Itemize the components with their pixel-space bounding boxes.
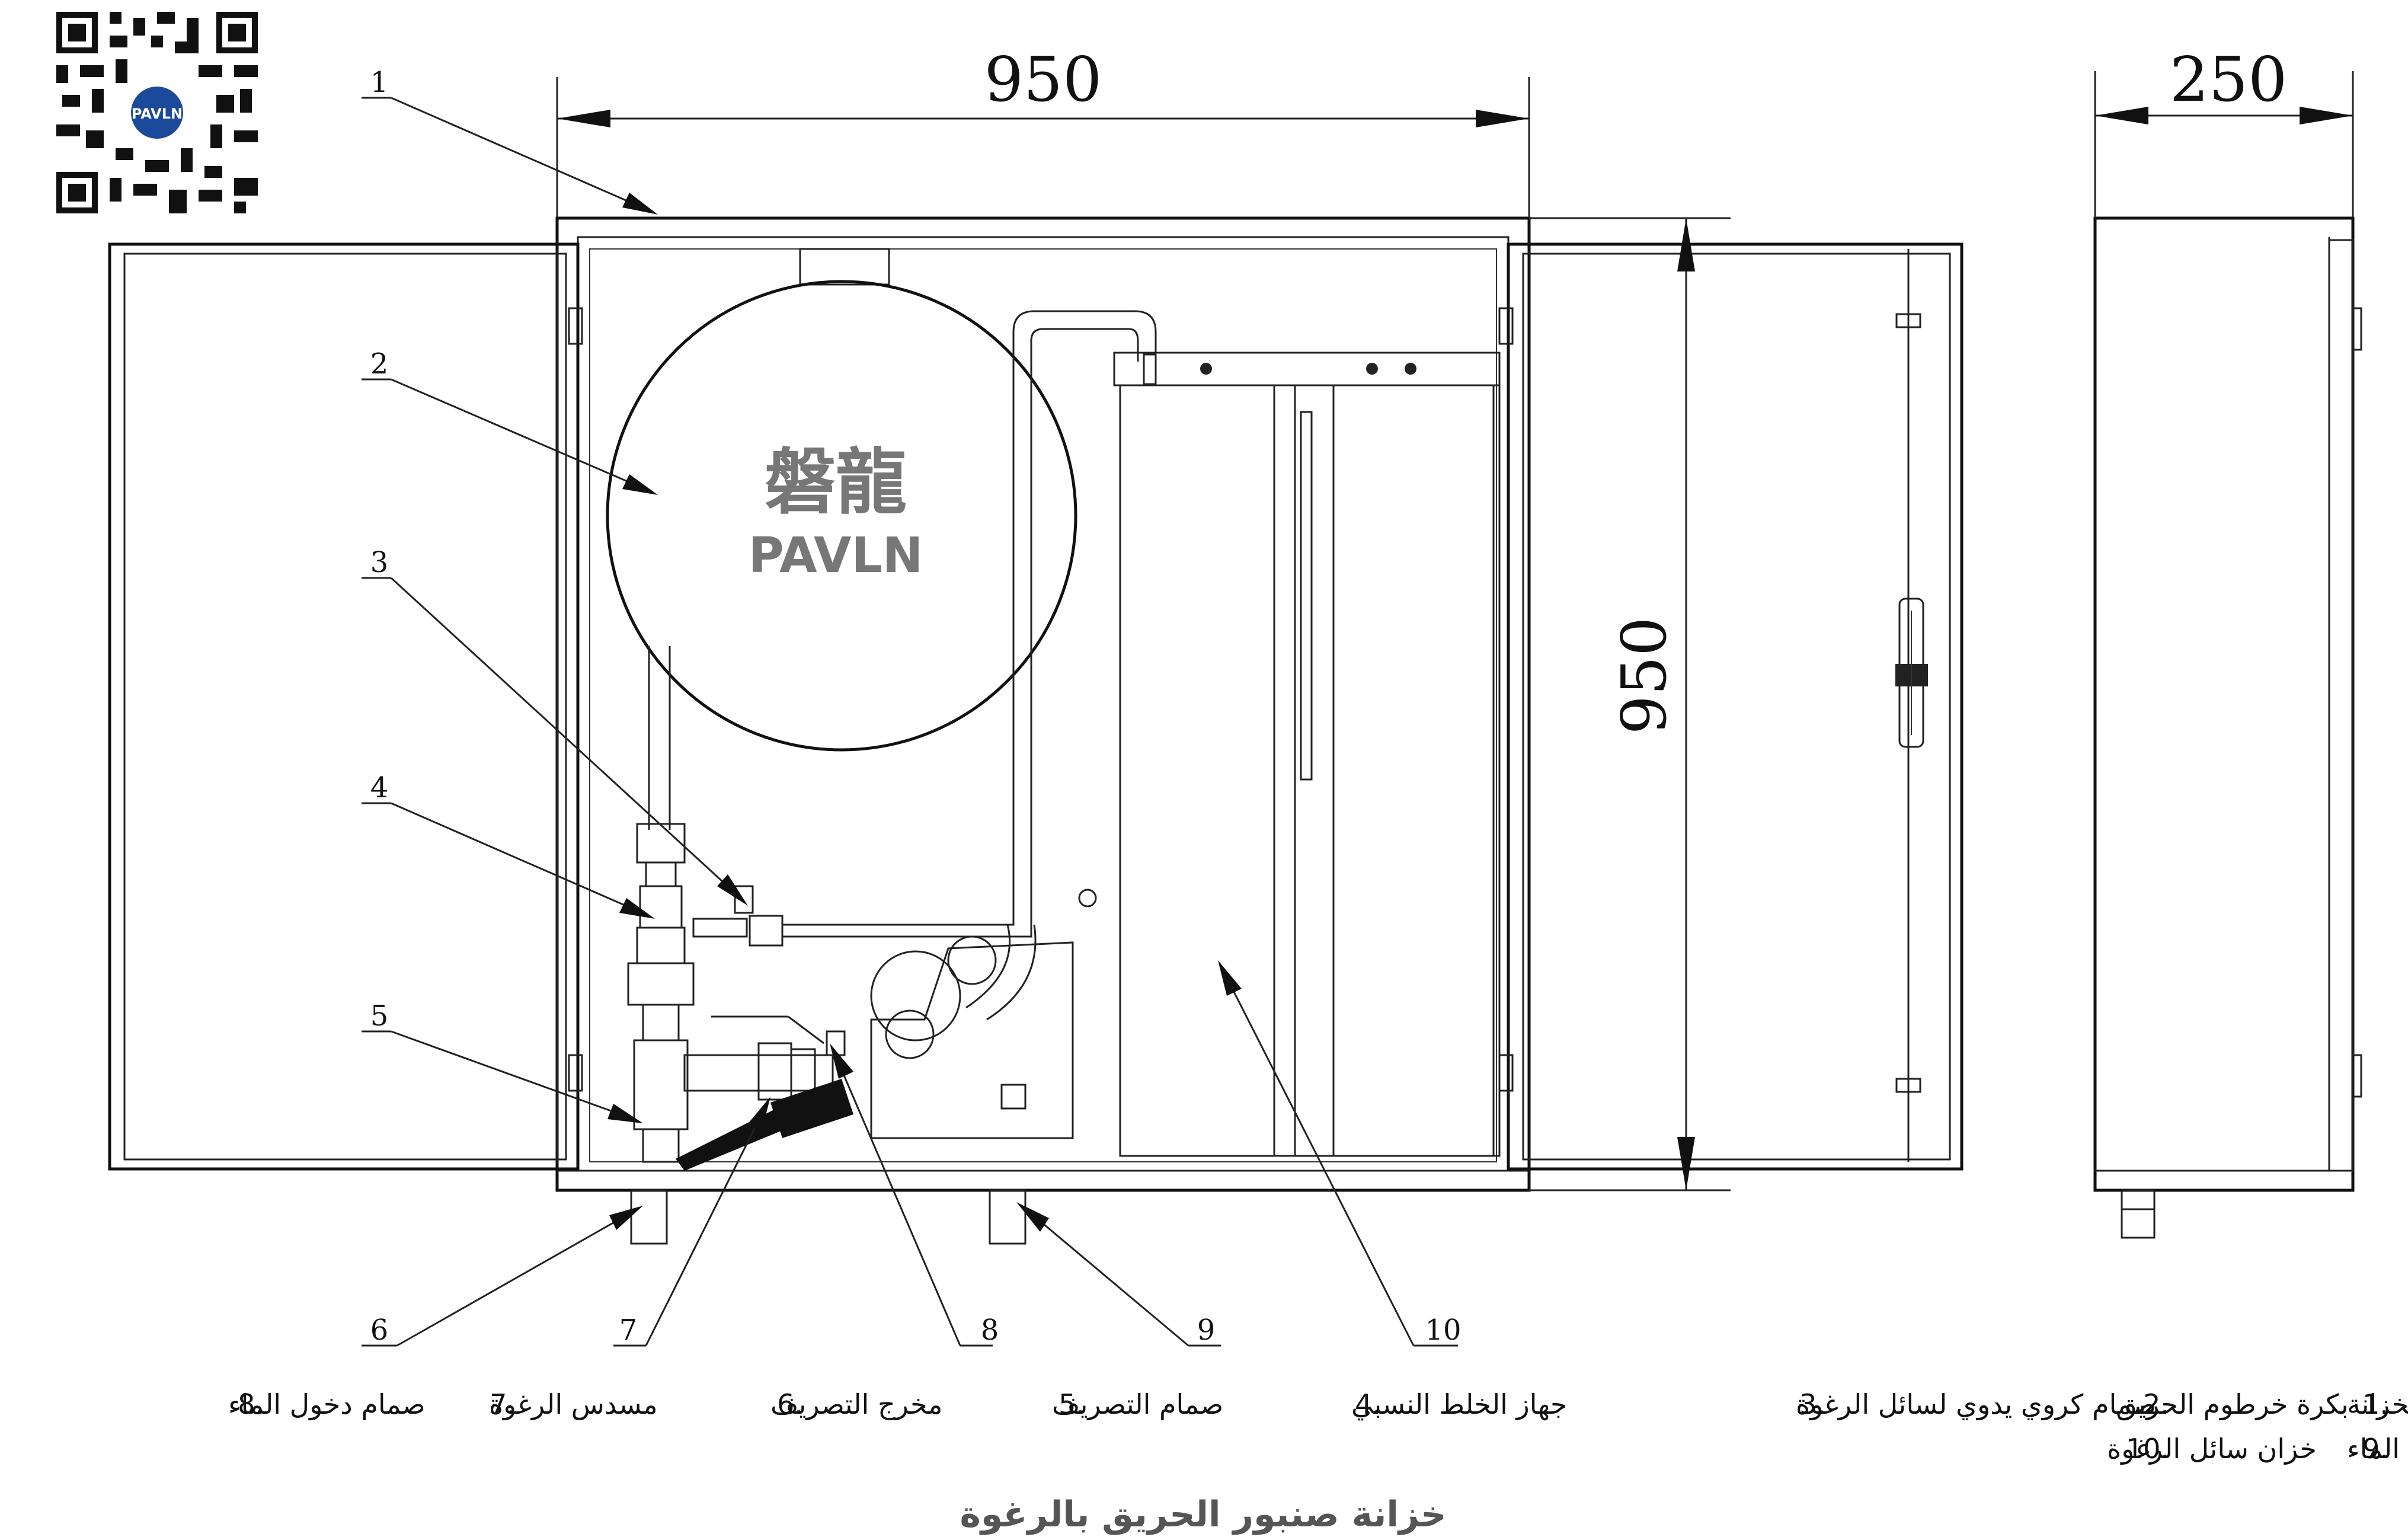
legend-num-8: 8.	[238, 1388, 264, 1420]
legend-label-3: صمام كروي يدوي لسائل الرغوة	[1796, 1388, 2156, 1421]
legend-num-5: 5.	[1059, 1388, 1085, 1420]
legend-num-2: 2.	[2143, 1388, 2169, 1420]
pipework	[648, 310, 1157, 938]
qr-code: PAVLN	[56, 12, 258, 213]
side-cabinet	[2093, 216, 2355, 1192]
width-label: 950	[984, 43, 1102, 116]
callout-1: 1	[370, 66, 389, 99]
foam-tank	[1078, 352, 1501, 1157]
qr-badge-text: PAVLN	[132, 106, 183, 122]
bottom-fittings	[630, 1189, 1026, 1245]
legend: 1. الخزانة 2. بكرة خرطوم الحريق 3. صمام …	[228, 1388, 2408, 1465]
legend-label-6: مخرج التصريف	[770, 1388, 942, 1421]
callouts: 1 2 3 4 5 6 7 8	[362, 66, 1462, 1347]
legend-label-5: صمام التصريف	[1052, 1388, 1223, 1421]
hose-reel: 磐龍 PAVLN	[606, 248, 1077, 752]
legend-label-4: جهاز الخلط النسبي	[1351, 1388, 1567, 1421]
legend-num-1: 1.	[2362, 1388, 2388, 1420]
callout-10: 10	[1425, 1314, 1461, 1347]
callout-4: 4	[370, 771, 389, 804]
logo-chinese: 磐龍	[765, 442, 907, 524]
legend-label-2: بكرة خرطوم الحريق	[2116, 1388, 2349, 1421]
drawing-title: خزانة صنبور الحريق بالرغوة	[960, 1494, 1446, 1535]
callout-2: 2	[370, 347, 389, 381]
legend-num-9: 9.	[2362, 1433, 2388, 1465]
callout-3: 3	[370, 546, 389, 579]
logo-latin: PAVLN	[749, 528, 923, 584]
dimension-depth: 250	[2094, 43, 2354, 218]
dimension-height: 950	[1529, 217, 1731, 1191]
legend-num-4: 4.	[1355, 1388, 1381, 1420]
callout-7: 7	[619, 1314, 638, 1347]
legend-label-1: الخزانة	[2347, 1388, 2408, 1421]
legend-label-7: مسدس الرغوة	[489, 1388, 658, 1421]
legend-label-10: خزان سائل الرغوة	[2107, 1433, 2317, 1465]
callout-9: 9	[1197, 1314, 1216, 1347]
depth-label: 250	[2170, 43, 2288, 116]
legend-num-10: 10.	[2126, 1433, 2169, 1465]
front-view: 磐龍 PAVLN	[108, 43, 1964, 1245]
callout-5: 5	[370, 999, 389, 1033]
legend-label-8: صمام دخول الماء	[228, 1388, 426, 1421]
reel-bracket	[870, 924, 1074, 1139]
foam-ball-valve	[692, 885, 784, 947]
legend-num-6: 6.	[777, 1388, 803, 1420]
dimension-width: 950	[556, 43, 1530, 218]
right-door	[1498, 242, 1964, 1171]
left-door	[108, 242, 583, 1171]
legend-num-7: 7.	[490, 1388, 516, 1420]
side-view: 250	[2093, 43, 2362, 1239]
legend-num-3: 3.	[1799, 1388, 1825, 1420]
foam-gun	[676, 1030, 853, 1171]
legend-label-9: مدخل الماء	[2347, 1433, 2408, 1465]
callout-8: 8	[981, 1314, 999, 1347]
height-label: 950	[1608, 617, 1680, 735]
callout-6: 6	[370, 1314, 389, 1347]
